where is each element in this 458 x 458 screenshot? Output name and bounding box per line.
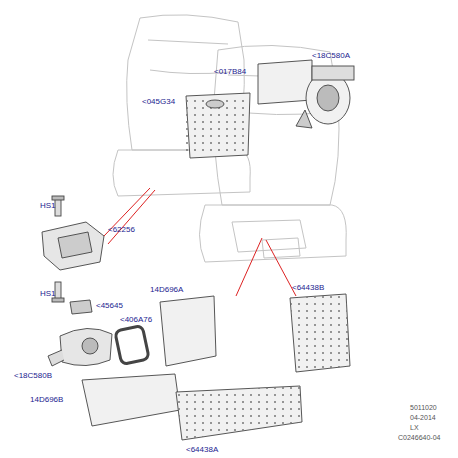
callout-number: HS1 <box>40 290 56 298</box>
seat-outlines <box>113 15 346 262</box>
reference-code: 04-2014 <box>410 414 436 421</box>
callout-number: <045G34 <box>142 98 175 106</box>
callout-number: <45645 <box>96 302 123 310</box>
reference-code: C0246640-04 <box>398 434 440 441</box>
callout-number: 14D696B <box>30 396 63 404</box>
callout-number: <64438A <box>186 446 218 454</box>
callout-number: <64438B <box>292 284 324 292</box>
callout-number: <62256 <box>108 226 135 234</box>
reference-code: LX <box>410 424 419 431</box>
callout-number: 14D696A <box>150 286 183 294</box>
callout-number: <017B84 <box>214 68 246 76</box>
callout-number: <18C580A <box>312 52 350 60</box>
callout-number: HS1 <box>40 202 56 210</box>
callout-number: <18C580B <box>14 372 52 380</box>
reference-code: 5011020 <box>410 404 437 411</box>
parts <box>42 60 354 440</box>
callout-number: <406A76 <box>120 316 152 324</box>
leader-lines-red <box>104 188 296 296</box>
